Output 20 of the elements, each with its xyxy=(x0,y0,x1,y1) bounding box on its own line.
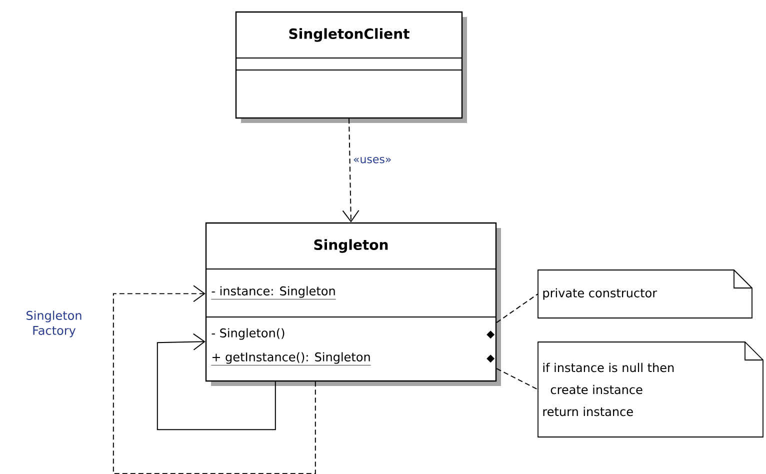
class-name: SingletonClient xyxy=(289,28,410,42)
class-name: Singleton xyxy=(314,239,388,253)
dependency-arrow xyxy=(156,333,276,430)
pattern-label: Singleton Factory xyxy=(26,310,82,338)
dependency-arrow xyxy=(112,285,316,474)
note-anchor-line xyxy=(496,294,538,324)
note-text: return instance xyxy=(543,406,633,416)
note-text: if instance is null then xyxy=(543,362,674,372)
note xyxy=(538,270,752,318)
attribute: - instance: Singleton xyxy=(211,286,336,300)
operation: + getInstance(): Singleton xyxy=(211,352,372,366)
edge-label: «uses» xyxy=(352,156,393,164)
class-box xyxy=(235,11,467,123)
note-text: create instance xyxy=(550,384,642,394)
note-anchor-line xyxy=(496,368,538,390)
note-text: private constructor xyxy=(543,288,658,300)
dependency-arrow xyxy=(342,118,360,222)
class-box xyxy=(205,222,501,386)
note xyxy=(538,342,764,438)
operation: - Singleton() xyxy=(212,328,284,340)
